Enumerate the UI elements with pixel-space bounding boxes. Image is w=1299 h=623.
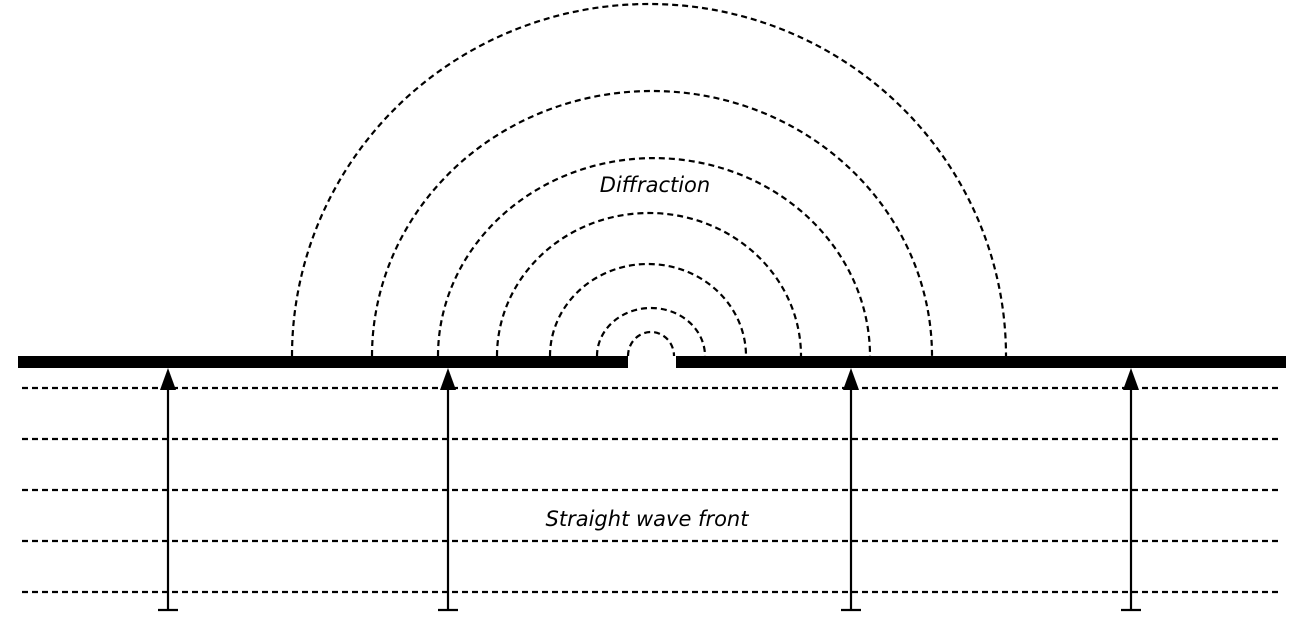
diffracted-wave-6 xyxy=(370,89,934,357)
diffracted-wave-1 xyxy=(626,330,676,357)
propagation-arrows xyxy=(158,368,1141,612)
arrow-2 xyxy=(438,368,458,612)
diffracted-wave-7 xyxy=(290,2,1008,357)
diffracted-wave-5 xyxy=(436,156,872,357)
diffracted-wave-3 xyxy=(548,262,748,357)
straight-wave-fronts xyxy=(22,386,1282,594)
barrier-right xyxy=(676,356,1286,368)
barrier-left xyxy=(18,356,628,368)
arrow-4 xyxy=(1121,368,1141,612)
diffracted-wave-fronts xyxy=(290,2,1008,357)
diffracted-wave-4 xyxy=(495,211,803,357)
diffracted-wave-2 xyxy=(595,306,707,357)
diffraction-label: Diffraction xyxy=(600,173,710,197)
arrow-3 xyxy=(841,368,861,612)
arrow-1 xyxy=(158,368,178,612)
barrier xyxy=(18,356,1286,368)
straight-wave-front-label: Straight wave front xyxy=(546,507,750,531)
